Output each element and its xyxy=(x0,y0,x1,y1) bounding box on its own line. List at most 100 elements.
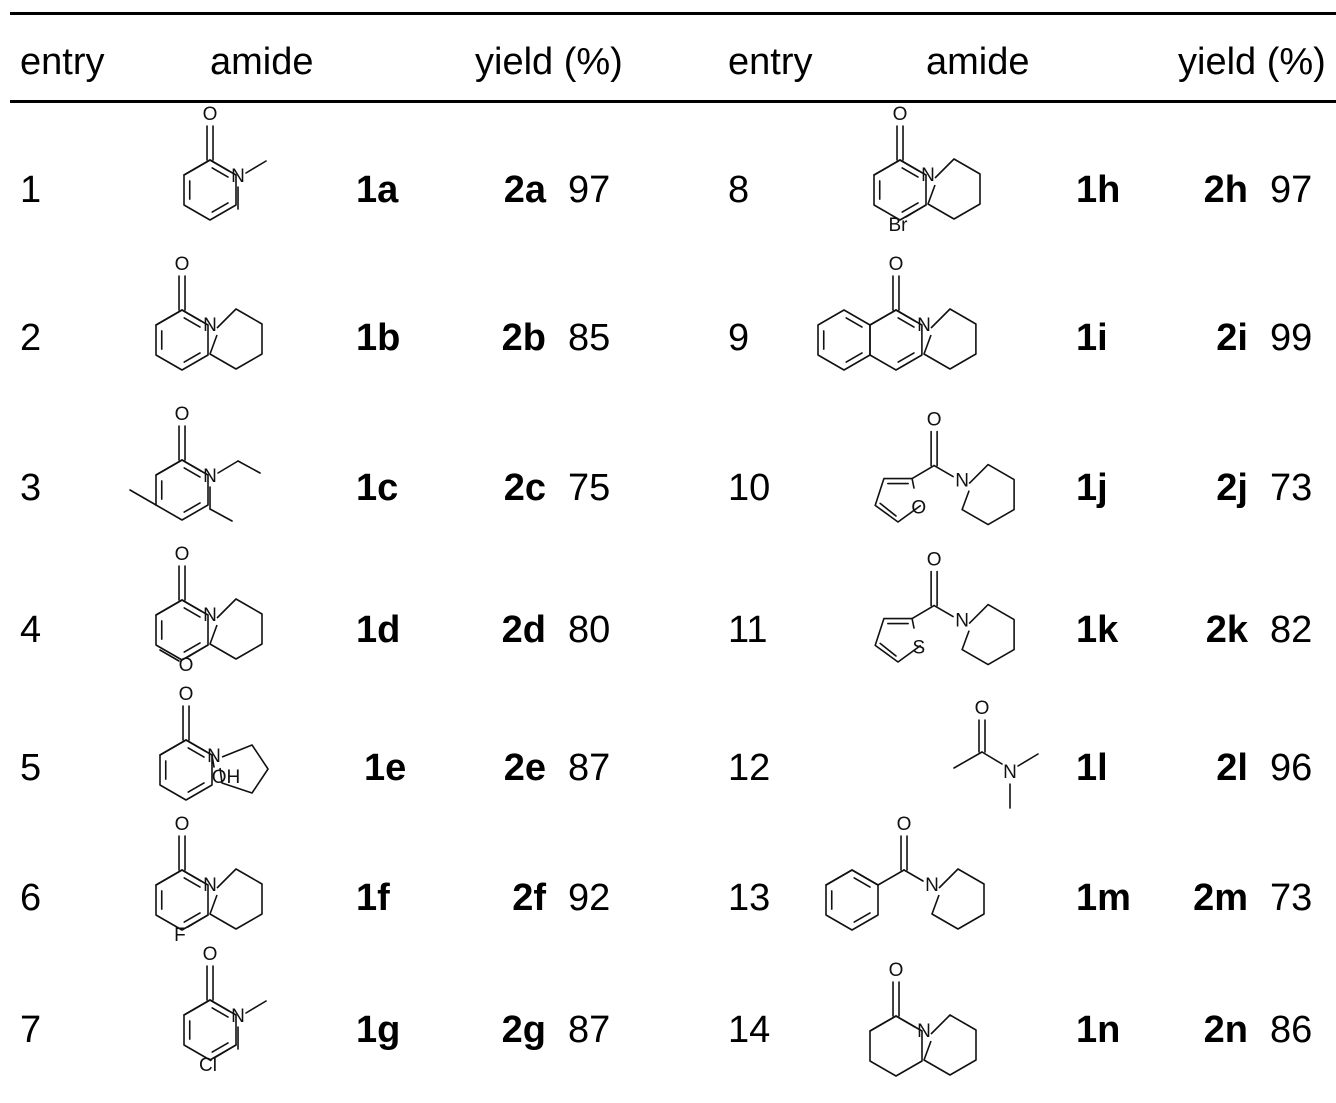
bromine-atom: Br xyxy=(888,215,908,236)
oxygen-atom: O xyxy=(897,814,912,835)
amide-structure-1m: ON xyxy=(825,814,985,931)
oxygen-atom: O xyxy=(175,404,190,425)
header-rule xyxy=(10,100,1336,103)
benzene-ring xyxy=(155,599,209,661)
nitrogen-atom: N xyxy=(203,605,217,626)
nitrogen-atom: N xyxy=(203,466,217,487)
benzene-ring xyxy=(155,869,209,931)
benzene-ring xyxy=(159,739,213,801)
amide-label: 1a xyxy=(356,169,399,211)
pyrrolidine-ring xyxy=(219,744,269,794)
oxygen-atom: O xyxy=(203,104,218,125)
piperidine-ring xyxy=(923,308,977,370)
entry-number: 10 xyxy=(728,467,771,509)
entry-number: 14 xyxy=(728,1009,771,1051)
oxygen-atom: O xyxy=(175,254,190,275)
piperidine-ring xyxy=(927,158,981,220)
naphthalene-ring xyxy=(817,309,871,371)
oxygen-atom: O xyxy=(975,698,990,719)
amide-label: 1e xyxy=(364,747,407,789)
oxygen-atom: O xyxy=(175,814,190,835)
product-label: 2d xyxy=(501,609,546,651)
product-label: 2c xyxy=(503,467,546,509)
yield-value: 87 xyxy=(568,747,611,789)
heteroaryl-ring xyxy=(874,617,922,663)
top-rule xyxy=(10,12,1336,15)
piperidine-ring xyxy=(931,868,985,930)
entry-number: 12 xyxy=(728,747,771,789)
amide-structure-1h: O N Br xyxy=(873,104,981,236)
piperidine-ring xyxy=(209,308,263,370)
amide-label: 1k xyxy=(1076,609,1119,651)
amide-label: 1l xyxy=(1076,747,1108,789)
oxygen-atom: O xyxy=(911,497,926,518)
header-amide-right: amide xyxy=(926,41,1030,83)
amide-structure-1a: ON xyxy=(183,104,267,221)
product-label: 2k xyxy=(1205,609,1248,651)
oxygen-atom: O xyxy=(927,550,942,571)
heteroaryl-ring xyxy=(874,477,922,523)
amide-label: 1n xyxy=(1076,1009,1121,1051)
benzene-ring xyxy=(155,459,209,521)
product-label: 2g xyxy=(501,1009,546,1051)
product-label: 2m xyxy=(1193,877,1248,919)
amide-structure-1i: ON xyxy=(817,254,977,371)
amide-structure-1d: O N O xyxy=(155,544,263,676)
nitrogen-atom: N xyxy=(955,471,969,492)
entry-number: 1 xyxy=(20,169,42,211)
amide-structure-1b: ON xyxy=(155,254,263,371)
nitrogen-atom: N xyxy=(231,166,245,187)
yield-value: 85 xyxy=(568,317,611,359)
yield-value: 97 xyxy=(1270,169,1313,211)
amide-label: 1f xyxy=(356,877,390,919)
yield-value: 92 xyxy=(568,877,611,919)
cyclohexane-ring xyxy=(869,1015,923,1077)
yield-value: 73 xyxy=(1270,467,1313,509)
entry-number: 13 xyxy=(728,877,771,919)
nitrogen-atom: N xyxy=(207,746,221,767)
yield-value: 96 xyxy=(1270,747,1313,789)
product-label: 2l xyxy=(1216,747,1248,789)
header-amide-left: amide xyxy=(210,41,314,83)
oxygen-atom: O xyxy=(179,684,194,705)
piperidine-ring xyxy=(209,598,263,660)
entry-number: 8 xyxy=(728,169,750,211)
benzene-ring xyxy=(183,999,237,1061)
benzene-ring xyxy=(155,309,209,371)
nitrogen-atom: N xyxy=(1003,762,1017,783)
oxygen-atom: O xyxy=(203,944,218,965)
naphthalene-ring xyxy=(869,309,923,371)
oxygen-atom: O xyxy=(893,104,908,125)
product-label: 2j xyxy=(1216,467,1248,509)
yield-value: 75 xyxy=(568,467,611,509)
nitrogen-atom: N xyxy=(921,165,935,186)
yield-value: 82 xyxy=(1270,609,1313,651)
header-entry-right: entry xyxy=(728,41,813,83)
entry-number: 9 xyxy=(728,317,750,359)
product-label: 2i xyxy=(1216,317,1248,359)
yield-value: 97 xyxy=(568,169,611,211)
entry-number: 6 xyxy=(20,877,42,919)
piperidine-ring xyxy=(961,603,1015,666)
benzene-ring xyxy=(183,159,237,221)
oxygen-atom: O xyxy=(175,544,190,565)
entry-number: 4 xyxy=(20,609,42,651)
oxygen-atom: O xyxy=(179,655,194,676)
sulfur-atom: S xyxy=(912,637,925,658)
header-yield-right: yield (%) xyxy=(1178,41,1326,83)
product-label: 2h xyxy=(1203,169,1248,211)
entry-number: 7 xyxy=(20,1009,42,1051)
amide-structure-1j: OON xyxy=(874,410,1015,526)
piperidine-ring xyxy=(209,868,263,930)
amide-structure-1n: ON xyxy=(869,960,977,1077)
amide-label: 1j xyxy=(1076,467,1108,509)
benzene-ring xyxy=(873,159,927,221)
amide-label: 1b xyxy=(356,317,401,359)
oxygen-atom: O xyxy=(889,254,904,275)
amide-label: 1m xyxy=(1076,877,1131,919)
header-entry-left: entry xyxy=(20,41,105,83)
benzene-ring xyxy=(825,869,879,931)
